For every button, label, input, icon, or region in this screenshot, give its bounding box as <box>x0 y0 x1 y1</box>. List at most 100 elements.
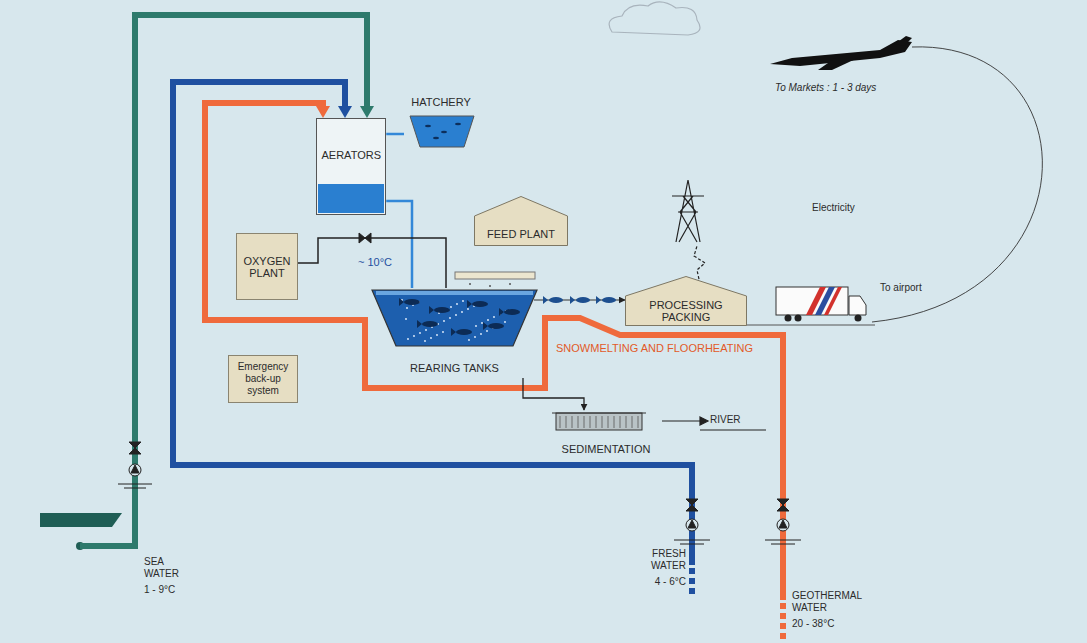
sedimentation-tank: SEDIMENTATION <box>550 410 662 458</box>
source-label: SEA WATER <box>144 556 188 580</box>
transport-label: To airport <box>880 282 924 294</box>
fry <box>455 123 461 126</box>
power-tower <box>694 246 705 284</box>
truck <box>776 287 848 315</box>
fish <box>467 300 472 308</box>
bubble <box>456 303 458 305</box>
basin-hatching <box>590 416 591 428</box>
pumps-and-valves <box>779 520 787 528</box>
text-area: PROCESSING PACKING <box>625 276 747 326</box>
basin-hatching <box>614 416 615 428</box>
fish <box>399 298 404 306</box>
bubble <box>443 320 445 322</box>
node-label: SEDIMENTATION <box>562 443 651 455</box>
pumps-and-valves <box>686 519 698 531</box>
feed-plant-building: FEED PLANT <box>474 196 568 246</box>
feed-conveyor <box>489 285 491 287</box>
text-area: SEDIMENTATION <box>550 410 662 458</box>
river-label: RIVER <box>710 414 741 426</box>
bubble <box>406 307 408 309</box>
bubble <box>474 336 476 338</box>
fish <box>488 323 504 329</box>
fish <box>483 322 488 330</box>
fry <box>433 137 439 140</box>
pumps-and-valves <box>118 484 152 485</box>
pumps-and-valves <box>118 233 801 544</box>
pipes <box>80 15 783 640</box>
pipes <box>173 82 692 565</box>
building-outline <box>475 197 568 246</box>
bubble <box>424 340 426 342</box>
cloud <box>609 2 700 35</box>
text-area: REARING TANKS <box>372 288 537 378</box>
bubble <box>481 322 483 324</box>
bubble <box>450 306 452 308</box>
feed-conveyor <box>455 272 535 279</box>
fish <box>472 301 488 307</box>
power-tower <box>672 180 705 284</box>
bubble <box>413 335 415 337</box>
fish <box>434 307 450 313</box>
river-outflow <box>700 417 708 425</box>
water-surface <box>376 291 533 295</box>
pumps-and-valves <box>688 520 696 528</box>
bubble <box>504 321 506 323</box>
node-label: OXYGEN PLANT <box>241 255 293 279</box>
fish-on-conveyor <box>543 296 548 304</box>
node-label: HATCHERY <box>411 96 471 108</box>
airplane <box>770 36 912 70</box>
bubble <box>430 337 432 339</box>
pumps-and-valves <box>765 540 801 541</box>
bubble <box>449 317 451 319</box>
bubble <box>419 332 421 334</box>
temperature-range: 20 - 38°C <box>792 618 834 630</box>
truck <box>824 287 842 315</box>
heating-label: SNOWMELTING AND FLOORHEATING <box>556 342 753 354</box>
basin-hatching <box>578 416 579 428</box>
fry <box>425 125 431 128</box>
sediment-basin <box>556 413 642 430</box>
bubble <box>487 319 489 321</box>
bubble <box>442 331 444 333</box>
basin-hatching <box>572 416 573 428</box>
pumps-and-valves <box>680 544 704 545</box>
node-label: Emergency back-up system <box>232 361 294 397</box>
pipe-inlet-arrows <box>316 106 330 118</box>
feed-conveyor <box>469 283 471 285</box>
pumps-and-valves <box>674 540 710 541</box>
temperature-label: ~ 10°C <box>358 256 392 268</box>
bubble <box>407 338 409 340</box>
fish <box>422 321 438 327</box>
fish-on-conveyor <box>570 296 575 304</box>
destination-note: To Markets : 1 - 3 days <box>775 82 876 94</box>
fish <box>429 306 434 314</box>
truck <box>785 315 792 322</box>
feed-conveyor <box>509 283 511 285</box>
basin-hatching <box>566 416 567 428</box>
pumps-and-valves <box>686 499 698 511</box>
source-label: GEOTHERMAL WATER <box>792 590 872 614</box>
pumps-and-valves <box>129 442 141 454</box>
basin-hatching <box>584 416 585 428</box>
truck <box>849 296 866 315</box>
sea-inlet <box>40 513 122 527</box>
pipes <box>205 103 783 600</box>
basin-hatching <box>602 416 603 428</box>
bubble <box>480 333 482 335</box>
bubble <box>461 311 463 313</box>
tank-outline <box>372 290 537 346</box>
hatchery-tank: HATCHERY <box>404 94 478 150</box>
fish-on-conveyor <box>602 297 616 303</box>
truck <box>776 287 866 322</box>
route-line <box>872 47 1042 322</box>
pipe-inlet-arrows <box>360 106 374 118</box>
bubble <box>475 325 477 327</box>
pumps-and-valves <box>777 499 789 511</box>
building-outline <box>626 277 747 326</box>
